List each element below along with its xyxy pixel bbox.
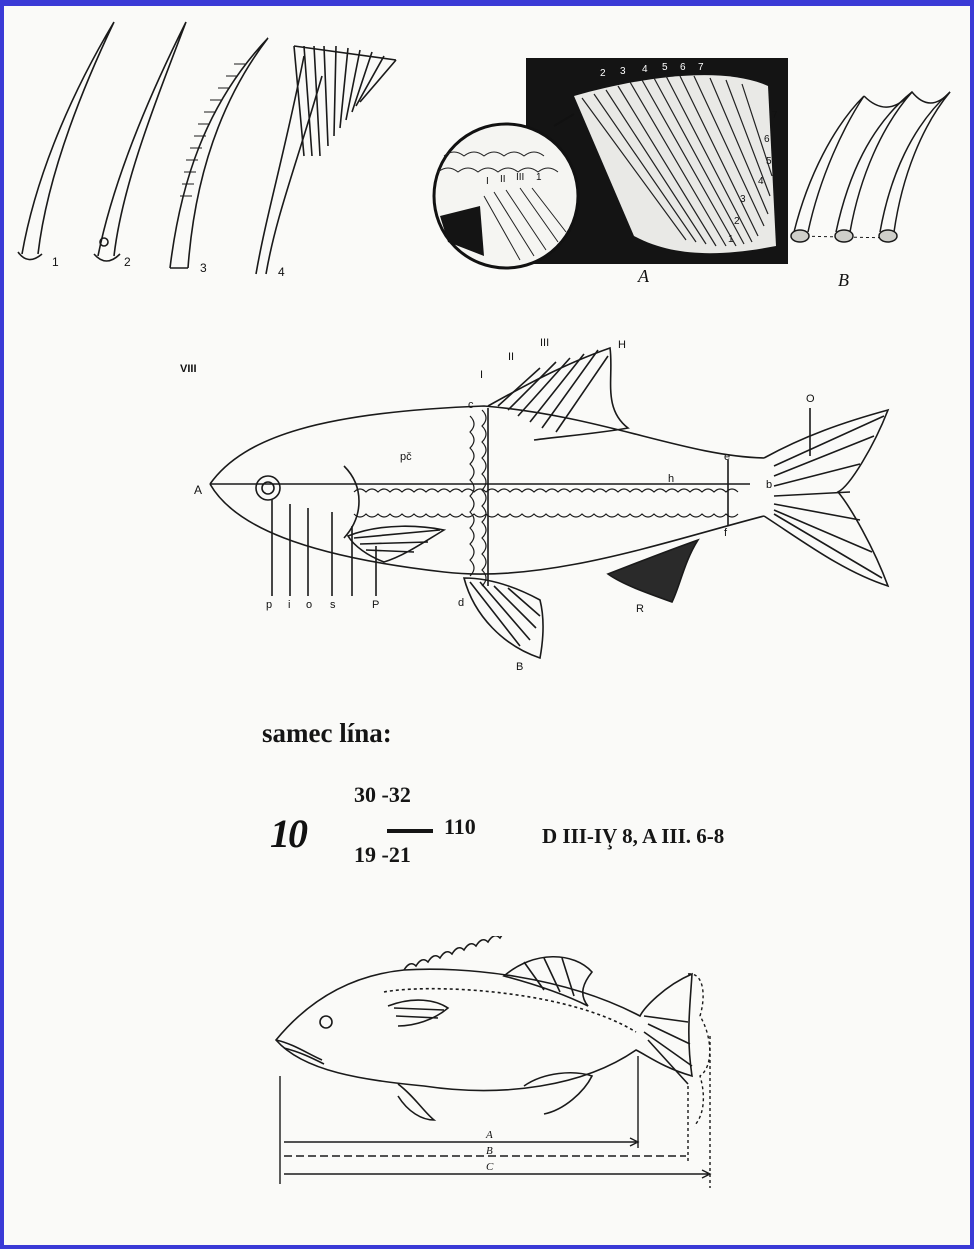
inset-label-3: III bbox=[516, 172, 524, 183]
point-label-A: A bbox=[194, 483, 202, 497]
fin-spines-figure: 1 2 3 4 bbox=[4, 16, 424, 286]
scale-formula-bottom: 19 -21 bbox=[354, 842, 411, 868]
figure-number: VIII bbox=[180, 363, 197, 375]
panel-label-a: A bbox=[637, 266, 650, 286]
measure-label-B: B bbox=[486, 1145, 493, 1157]
panel-label-b: B bbox=[838, 270, 849, 290]
point-label-h: h bbox=[668, 473, 674, 485]
point-label-I: I bbox=[480, 369, 483, 381]
fin-structure-figure: I II III 1 2 3 4 5 6 7 7 6 5 4 3 2 1 A bbox=[424, 46, 970, 296]
point-label-H: H bbox=[618, 339, 626, 351]
inset-label-2: II bbox=[500, 174, 506, 185]
ray-side-3: 3 bbox=[740, 194, 746, 205]
spine-label-3: 3 bbox=[200, 261, 207, 275]
ray-top-5: 5 bbox=[662, 62, 668, 73]
ray-top-3: 3 bbox=[620, 66, 626, 77]
point-label-O: O bbox=[806, 393, 815, 405]
point-label-i: i bbox=[288, 599, 290, 611]
point-label-c: c bbox=[468, 399, 474, 411]
point-label-R: R bbox=[636, 603, 644, 615]
point-label-d: d bbox=[458, 597, 464, 609]
ray-side-4: 4 bbox=[758, 176, 764, 187]
ray-side-2: 2 bbox=[734, 216, 740, 227]
inset-label-4: 1 bbox=[536, 172, 542, 183]
point-label-b: b bbox=[766, 479, 772, 491]
point-label-B: B bbox=[516, 661, 523, 673]
ray-side-7: 7 bbox=[772, 110, 778, 121]
spine-label-1: 1 bbox=[52, 255, 59, 269]
ray-side-6: 6 bbox=[764, 134, 770, 145]
point-label-II: II bbox=[508, 351, 514, 363]
ray-top-4: 4 bbox=[642, 64, 648, 75]
point-label-p: p bbox=[266, 599, 272, 611]
spine-label-2: 2 bbox=[124, 255, 131, 269]
point-label-s: s bbox=[330, 599, 336, 611]
scale-formula-top: 30 -32 bbox=[354, 782, 411, 808]
scale-count: 110 bbox=[444, 814, 476, 840]
fin-formula: D III-IV̧ 8, A III. 6-8 bbox=[542, 824, 724, 849]
point-label-III: III bbox=[540, 337, 549, 349]
handwritten-mark: 10 bbox=[270, 810, 306, 857]
measure-label-C: C bbox=[486, 1161, 494, 1173]
ray-side-1: 1 bbox=[728, 234, 734, 245]
scale-formula-dash bbox=[387, 829, 433, 833]
point-label-pc: pč bbox=[400, 451, 412, 463]
document-page: 1 2 3 4 I II III 1 2 3 4 5 6 7 7 6 5 bbox=[4, 6, 970, 1245]
ray-top-2: 2 bbox=[600, 68, 606, 79]
point-label-f: f bbox=[724, 527, 728, 539]
bass-length-diagram: A B C bbox=[4, 936, 970, 1216]
point-label-o: o bbox=[306, 599, 312, 611]
ray-top-7: 7 bbox=[698, 62, 704, 73]
point-label-P: P bbox=[372, 599, 379, 611]
measure-label-A: A bbox=[485, 1129, 493, 1141]
ray-side-5: 5 bbox=[766, 156, 772, 167]
inset-label-1: I bbox=[486, 176, 489, 187]
spine-label-4: 4 bbox=[278, 265, 285, 279]
fish-measurement-diagram: VIII bbox=[4, 316, 970, 696]
point-label-e: e bbox=[724, 451, 730, 463]
specimen-title: samec lína: bbox=[262, 718, 392, 749]
ray-top-6: 6 bbox=[680, 62, 686, 73]
